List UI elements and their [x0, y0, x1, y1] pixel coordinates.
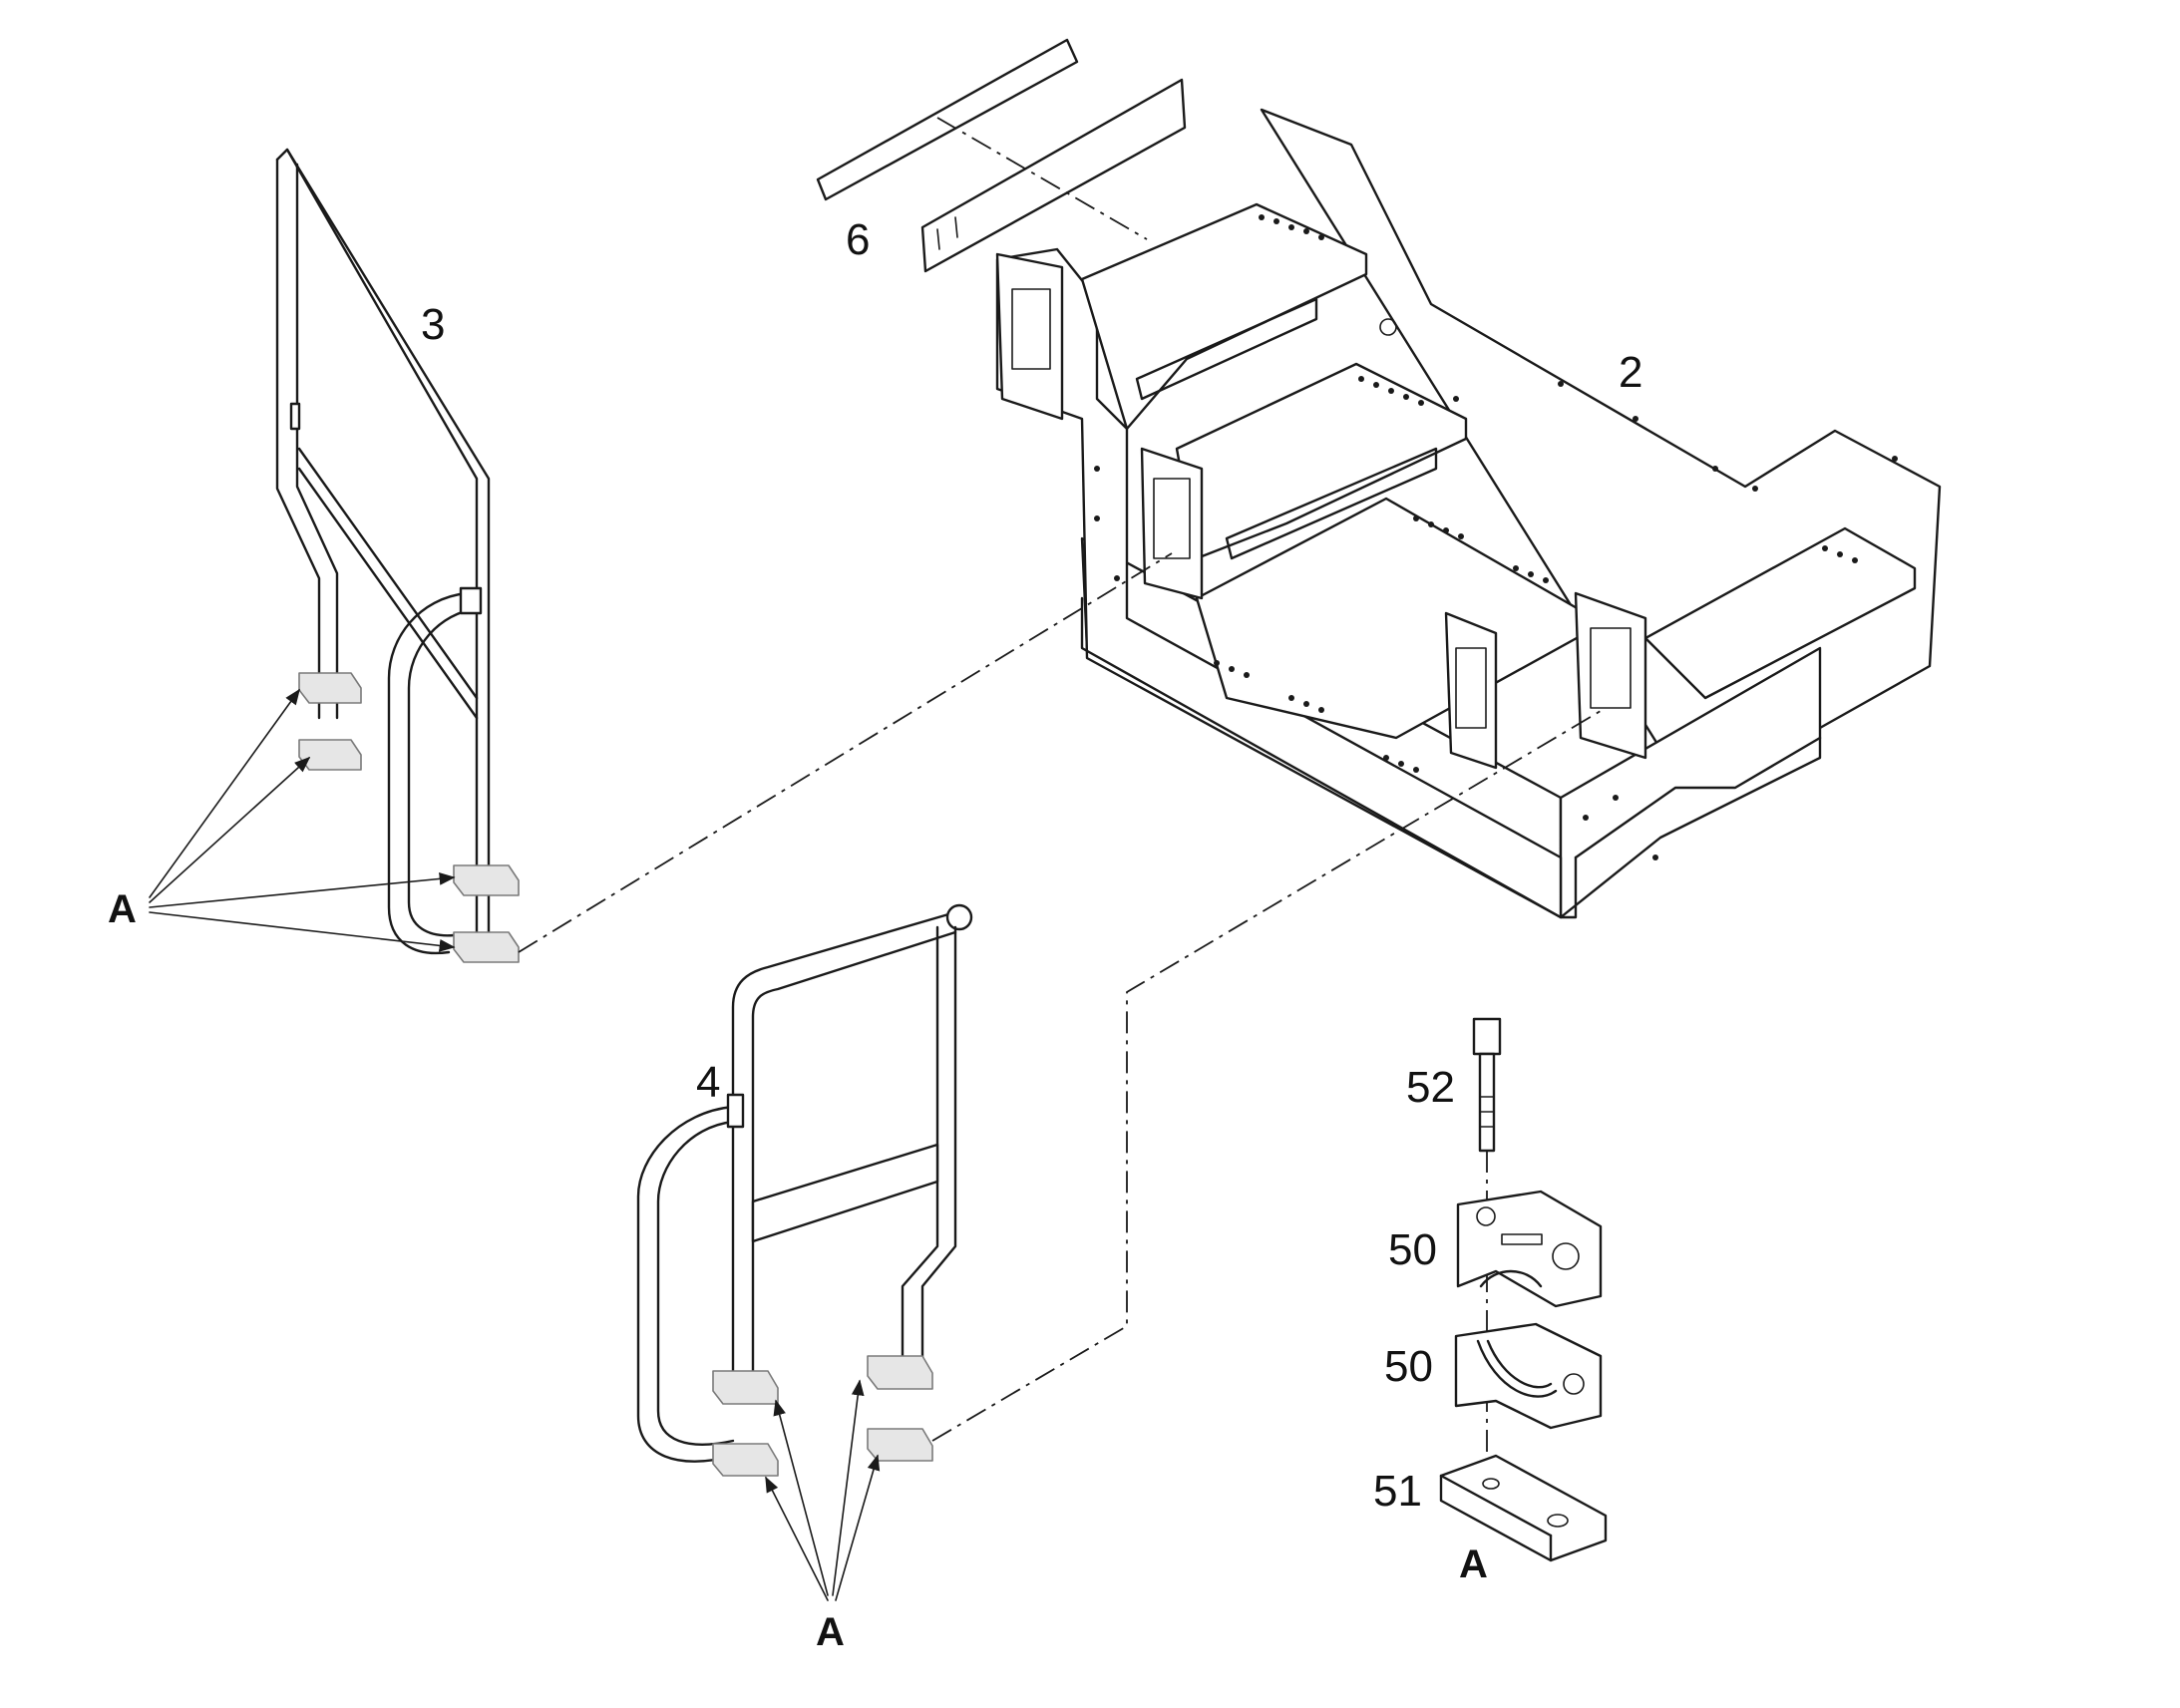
part-3-handrail: [275, 148, 491, 955]
callout-part-50-bottom: 50: [1384, 1342, 1433, 1391]
part-4-clamps: [712, 1355, 933, 1477]
part-4-handrail: [636, 903, 973, 1463]
callout-part-3: 3: [421, 300, 445, 349]
callout-part-4: 4: [696, 1058, 720, 1107]
callout-part-51: 51: [1373, 1467, 1422, 1516]
step-hole-pattern: [1094, 214, 1898, 860]
callout-part-2: 2: [1619, 348, 1642, 397]
callout-part-52: 52: [1406, 1063, 1455, 1112]
callout-detail-a-left: A: [108, 887, 137, 931]
callout-a-arrows: [149, 688, 881, 1601]
callout-detail-a-clamp: A: [1459, 1542, 1488, 1586]
part-2-step-frame: [995, 108, 1942, 919]
callout-part-50-top: 50: [1388, 1225, 1437, 1274]
callout-detail-a-bottom: A: [816, 1610, 845, 1654]
callout-part-6: 6: [846, 215, 870, 264]
part-6-strips: [816, 38, 1187, 273]
assembly-leader-lines: [518, 552, 1607, 1442]
detail-a-clamp-assembly: [1439, 1017, 1608, 1562]
